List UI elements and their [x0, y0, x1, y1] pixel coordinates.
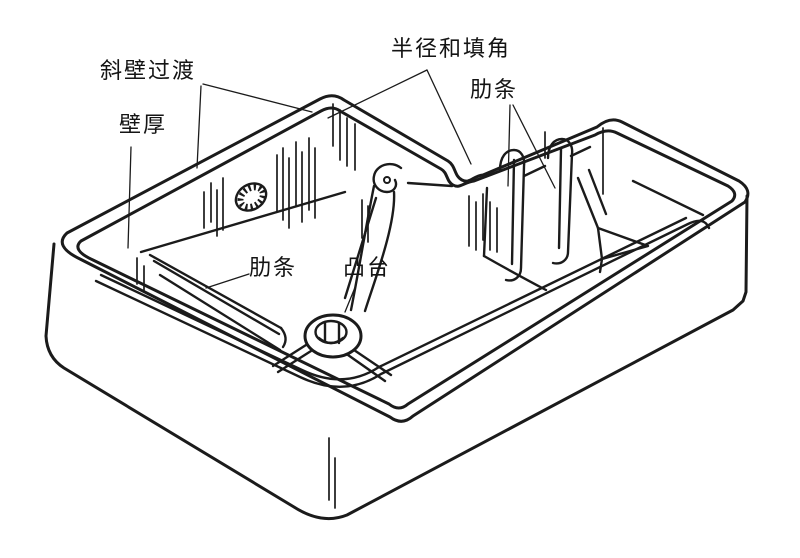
label-sloped-wall-transition: 斜壁过渡 — [100, 59, 197, 84]
wall-hole — [234, 182, 268, 212]
floor-edges — [94, 179, 711, 388]
rim-inner-edge — [76, 106, 737, 410]
partition-edge — [576, 176, 600, 230]
wall-hatching — [136, 103, 604, 509]
gusset-rib — [343, 162, 403, 313]
sloped-wall-base — [139, 190, 347, 254]
right-compartment — [482, 137, 650, 292]
boss — [271, 313, 393, 383]
leader-radius-fillet-2 — [426, 69, 472, 165]
leader-wall-thickness — [127, 146, 132, 249]
leader-sloped-wall-1 — [202, 83, 313, 113]
leader-sloped-wall-2 — [196, 85, 202, 169]
label-wall-thickness: 壁厚 — [119, 113, 168, 138]
vertical-rib-2 — [546, 137, 574, 265]
sloped-wall-base-cont — [406, 181, 454, 188]
label-rib-middle: 肋条 — [249, 256, 298, 281]
cross-wall-edge — [482, 186, 489, 258]
leader-boss — [344, 284, 357, 313]
vertical-rib-1 — [498, 148, 526, 282]
floor-rib-long — [148, 253, 287, 352]
cross-wall-base — [482, 254, 548, 292]
leader-rib-right-2 — [512, 104, 556, 189]
leader-radius-fillet-1 — [327, 69, 428, 119]
leader-rib-middle — [205, 273, 250, 289]
rim-outer-edge — [60, 94, 750, 423]
label-rib-right: 肋条 — [470, 78, 519, 103]
label-boss: 凸台 — [343, 256, 392, 281]
leader-lines — [127, 69, 556, 313]
leader-rib-right-1 — [507, 104, 511, 187]
body-silhouette — [44, 194, 749, 521]
box-body — [44, 94, 750, 521]
sloped-wall — [139, 181, 454, 254]
label-radius-and-fillet: 半径和填角 — [391, 37, 512, 62]
partition-floor-wedge — [596, 226, 650, 274]
